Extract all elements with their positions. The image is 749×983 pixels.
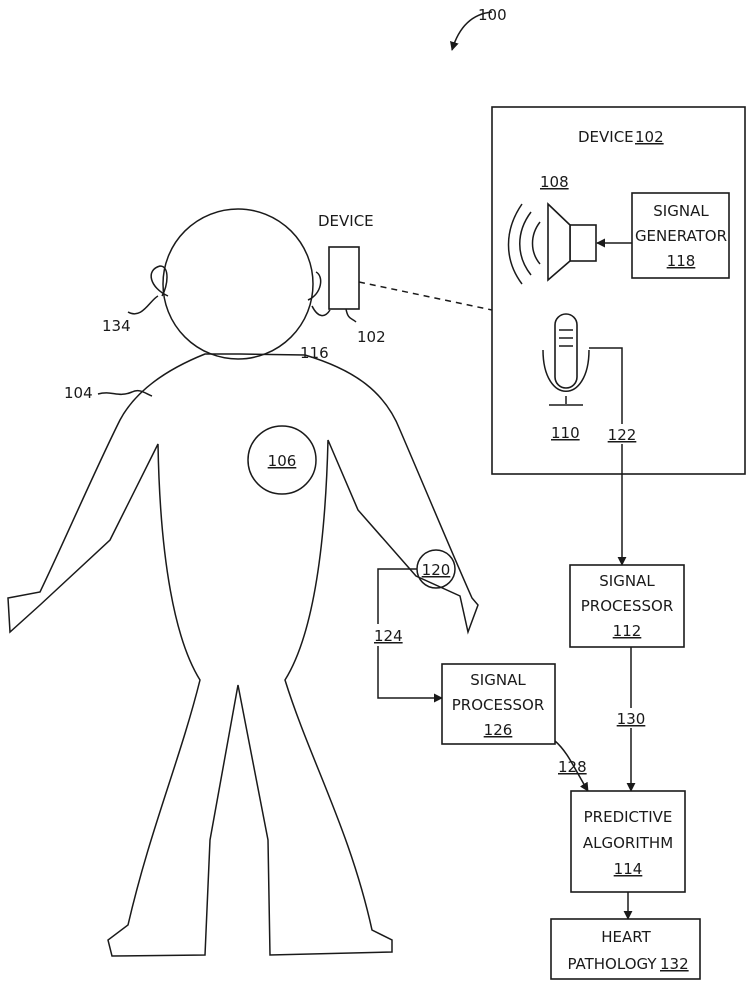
- signal-generator-box: [631, 192, 730, 279]
- link-124-label-bg: [372, 624, 402, 646]
- processor112-link-ref: 130: [617, 710, 646, 728]
- heart-ref: 106: [268, 452, 297, 470]
- predictive-algorithm-box: [570, 790, 686, 893]
- heart-pathology-line1: HEART: [601, 928, 651, 946]
- ear-ref: 134: [102, 317, 131, 335]
- device-dashed-link: [358, 281, 493, 311]
- signal-processor-112-line2: PROCESSOR: [581, 597, 674, 615]
- wrist-link-ref: 124: [374, 627, 403, 645]
- person-head: [162, 208, 314, 360]
- speaker-ref: 108: [540, 173, 569, 191]
- figure-ref: 100: [478, 6, 507, 24]
- body-ref: 104: [64, 384, 93, 402]
- signal-processor-126-ref: 126: [484, 721, 513, 739]
- device-box: [491, 106, 746, 475]
- person-body-outline: [7, 353, 479, 957]
- signal-processor-112-line1: SIGNAL: [599, 572, 655, 590]
- processor126-link-ref: 128: [558, 758, 587, 776]
- heart-pathology-line2: PATHOLOGY: [567, 955, 657, 973]
- signal-processor-126-line2: PROCESSOR: [452, 696, 545, 714]
- right-ear: [307, 271, 322, 301]
- device-leader: [345, 308, 357, 323]
- signal-processor-112-ref: 112: [613, 622, 642, 640]
- signal-generator-line1: SIGNAL: [653, 202, 709, 220]
- wrist-sensor-ref: 120: [422, 561, 451, 579]
- speaker-icon: [507, 202, 597, 285]
- heart-pathology-box: [550, 918, 701, 980]
- predictive-algorithm-line1: PREDICTIVE: [584, 808, 673, 826]
- ear-contact-leader: [311, 305, 331, 317]
- device-label: DEVICE: [318, 212, 374, 230]
- device-box-ref: 102: [635, 128, 664, 146]
- body-leader: [97, 389, 153, 397]
- heart-circle: [247, 425, 317, 495]
- ear-contact-ref: 116: [300, 344, 329, 362]
- signal-processor-126-line1: SIGNAL: [470, 671, 526, 689]
- person-figure: [7, 208, 479, 957]
- mic-link-ref: 122: [608, 426, 637, 444]
- left-ear-leader: [127, 295, 159, 315]
- mic-to-processor-arrow: [589, 347, 627, 566]
- microphone-ref: 110: [551, 424, 580, 442]
- processor126-to-algorithm-arrow: [554, 740, 589, 792]
- predictive-algorithm-line2: ALGORITHM: [583, 834, 673, 852]
- ear-device: [328, 246, 360, 310]
- link-130-label-bg: [615, 708, 647, 728]
- signal-generator-line2: GENERATOR: [635, 227, 727, 245]
- predictive-algorithm-ref: 114: [614, 860, 643, 878]
- heart-pathology-ref: 132: [660, 955, 689, 973]
- device-box-title: DEVICE: [578, 128, 634, 146]
- signal-processor-112-box: [569, 564, 685, 648]
- left-ear: [150, 265, 169, 297]
- mic-link-label-bg: [606, 424, 638, 444]
- device-label-ref: 102: [357, 328, 386, 346]
- microphone-icon: [542, 313, 590, 406]
- signal-processor-126-box: [441, 663, 556, 745]
- signal-generator-ref: 118: [667, 252, 696, 270]
- figure-ref-arrow: [450, 11, 493, 51]
